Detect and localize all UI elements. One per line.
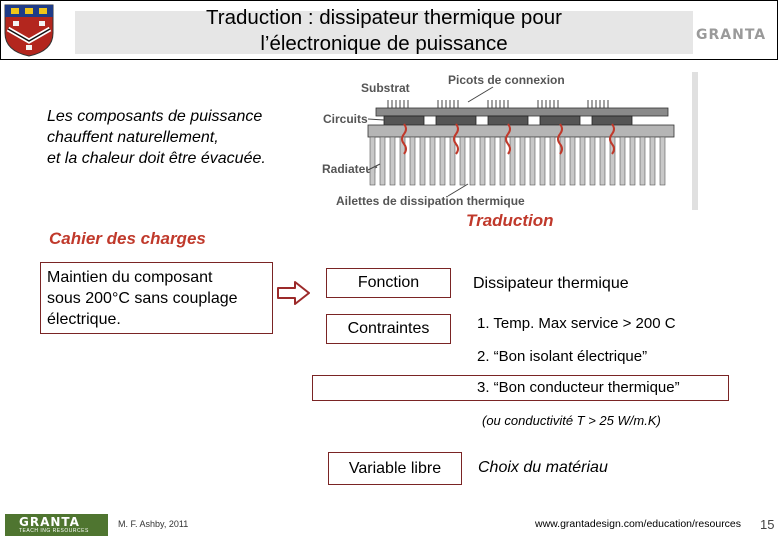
cahier-des-charges-heading: Cahier des charges [49, 229, 206, 248]
substrat-layer [375, 107, 669, 117]
contrainte-3: 3. “Bon conducteur thermique” [477, 379, 680, 396]
granta-logo-name: GRANTA [19, 515, 80, 529]
intro-text: Les composants de puissance chauffent na… [47, 106, 266, 169]
radiateur-base [367, 124, 675, 138]
fonction-label-box: Fonction [326, 268, 451, 298]
title-background [75, 11, 693, 54]
label-radiateur: Radiateur [322, 162, 378, 176]
intro-line-2: chauffent naturellement, [47, 129, 219, 146]
fonction-value: Dissipateur thermique [473, 275, 629, 292]
page-number: 15 [760, 517, 775, 532]
intro-line-3: et la chaleur doit être évacuée. [47, 150, 266, 167]
header-frame [0, 0, 778, 60]
dissipation-fins [369, 136, 666, 186]
requirements-box [40, 262, 273, 334]
granta-logo-subtitle: TEACH ING RESOURCES [19, 528, 89, 534]
circuit-chips [383, 115, 633, 126]
label-substrat: Substrat [361, 81, 410, 95]
author-credit: M. F. Ashby, 2011 [118, 519, 189, 529]
granta-logo-bottom: GRANTA TEACH ING RESOURCES [5, 514, 108, 536]
title-line-2: l’électronique de puissance [260, 32, 508, 55]
heat-wave-arrows [401, 123, 615, 155]
label-picots: Picots de connexion [448, 73, 565, 87]
intro-line-1: Les composants de puissance [47, 108, 263, 125]
resources-url: www.grantadesign.com/education/resources [535, 518, 742, 530]
page-title: Traduction : dissipateur thermique pour … [75, 5, 693, 57]
contrainte-3-highlight-box [312, 375, 729, 401]
contrainte-2: 2. “Bon isolant électrique” [477, 348, 648, 365]
requirements-line-2: sous 200°C sans couplage [47, 290, 238, 307]
requirements-text: Maintien du composant sous 200°C sans co… [47, 267, 238, 330]
contrainte-1: 1. Temp. Max service > 200 C [477, 315, 676, 332]
variable-libre-label-box: Variable libre [328, 452, 462, 485]
conductivity-note: (ou conductivité T > 25 W/m.K) [482, 413, 661, 428]
requirements-line-1: Maintien du composant [47, 269, 213, 286]
requirements-line-3: électrique. [47, 311, 121, 328]
label-circuits: Circuits [323, 112, 368, 126]
contraintes-label-box: Contraintes [326, 314, 451, 344]
title-line-1: Traduction : dissipateur thermique pour [206, 6, 562, 29]
heat-sink-diagram: Substrat Picots de connexion Circuits Ra… [318, 72, 698, 210]
granta-logo-top: GRANTA [696, 27, 767, 43]
label-ailettes: Ailettes de dissipation thermique [336, 194, 525, 208]
cambridge-crest-logo [4, 4, 54, 57]
right-arrow-icon [277, 281, 310, 305]
traduction-label: Traduction [466, 211, 554, 230]
variable-libre-value: Choix du matériau [478, 459, 608, 476]
